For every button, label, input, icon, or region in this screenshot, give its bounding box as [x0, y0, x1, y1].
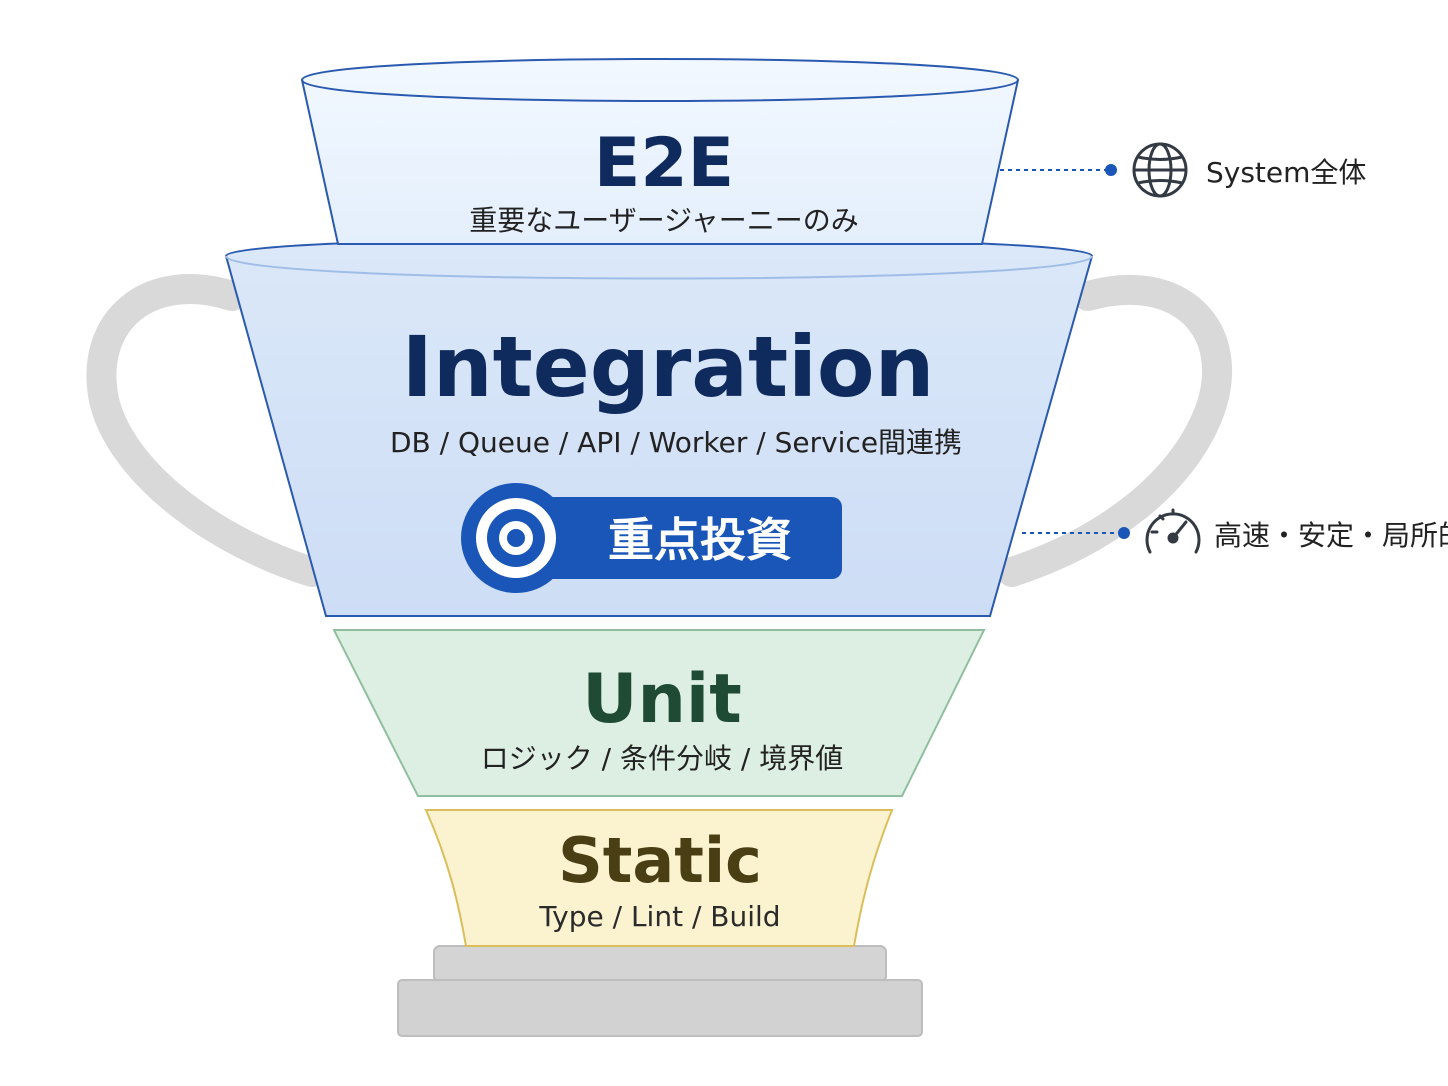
right-handle — [997, 274, 1233, 587]
static-subtitle: Type / Lint / Build — [538, 900, 780, 933]
tier-static: Static Type / Lint / Build — [424, 809, 894, 947]
unit-title: Unit — [582, 660, 741, 739]
globe-icon — [1132, 142, 1188, 198]
tier-unit: Unit ロジック / 条件分岐 / 境界値 — [332, 629, 986, 797]
focus-investment-badge: 重点投資 — [461, 483, 842, 593]
integration-subtitle: DB / Queue / API / Worker / Service間連携 — [390, 426, 962, 459]
badge-background — [486, 497, 842, 579]
speedometer-icon — [1145, 508, 1201, 554]
unit-shape — [332, 629, 986, 797]
integration-rim — [225, 255, 1093, 280]
unit-subtitle: ロジック / 条件分岐 / 境界値 — [481, 742, 843, 775]
annotation-system-label: System全体 — [1206, 156, 1366, 189]
e2e-subtitle: 重要なユーザージャーニーのみ — [469, 204, 858, 237]
e2e-rim — [301, 79, 1019, 102]
trophy-base — [397, 945, 923, 1037]
badge-label: 重点投資 — [608, 513, 792, 567]
target-icon — [461, 483, 571, 593]
connector-dot — [1118, 527, 1130, 539]
connector-dot — [1105, 164, 1117, 176]
static-shape — [424, 809, 894, 947]
static-title: Static — [558, 824, 762, 897]
base-top-step — [433, 945, 887, 983]
tier-e2e: E2E 重要なユーザージャーニーのみ — [300, 58, 1020, 245]
e2e-title: E2E — [594, 124, 734, 203]
base-bottom-step — [397, 979, 923, 1037]
trophy-handles — [86, 274, 1233, 587]
annotation-speed: 高速・安定・局所的 — [1022, 508, 1448, 554]
e2e-shape — [300, 58, 1020, 245]
tier-integration: Integration DB / Queue / API / Worker / … — [224, 237, 1094, 617]
left-handle — [86, 274, 327, 587]
annotation-system: System全体 — [1000, 142, 1366, 198]
annotation-speed-label: 高速・安定・局所的 — [1214, 519, 1448, 552]
integration-title: Integration — [402, 318, 935, 416]
